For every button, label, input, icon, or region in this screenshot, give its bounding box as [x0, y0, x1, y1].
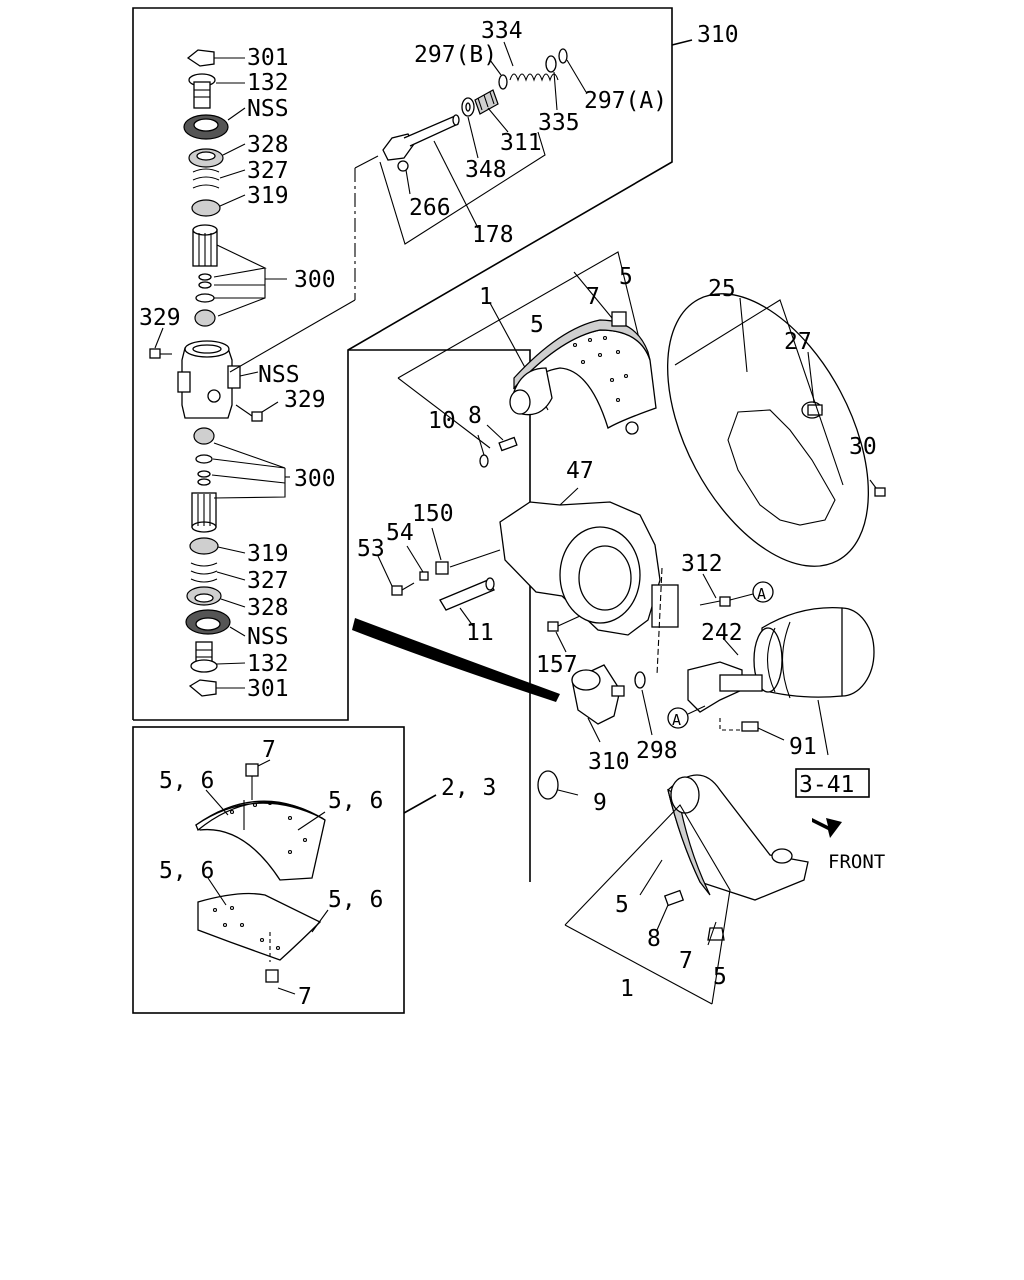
- diagram-frames: [132, 7, 693, 1014]
- adjuster-parts: [229, 41, 587, 373]
- callout-300: 300: [294, 267, 336, 293]
- callout-132: 132: [247, 651, 289, 677]
- callout-7: 7: [298, 984, 312, 1010]
- callout-a: A: [757, 585, 766, 603]
- callout-310: 310: [697, 22, 739, 48]
- callout-5-6: 5, 6: [159, 858, 214, 884]
- callout-30: 30: [849, 434, 877, 460]
- callout-7: 7: [679, 948, 693, 974]
- callout-labels: 301 132 NSS 328 327 319 300 329 NSS 329 …: [139, 18, 885, 1010]
- callout-300: 300: [294, 466, 336, 492]
- callout-311: 311: [500, 130, 542, 156]
- front-label: FRONT: [828, 851, 885, 873]
- callout-2-3: 2, 3: [441, 775, 496, 801]
- callout-7: 7: [586, 284, 600, 310]
- callout-1: 1: [479, 284, 493, 310]
- callout-47: 47: [566, 458, 594, 484]
- callout-91: 91: [789, 734, 817, 760]
- callout-329: 329: [284, 387, 326, 413]
- callout-328: 328: [247, 132, 289, 158]
- callout-298: 298: [636, 738, 678, 764]
- callout-25: 25: [708, 276, 736, 302]
- callout-9: 9: [593, 790, 607, 816]
- callout-8: 8: [468, 403, 482, 429]
- callout-10: 10: [428, 408, 456, 434]
- callout-329: 329: [139, 305, 181, 331]
- brake-carrier: [377, 487, 774, 653]
- brake-chamber: [656, 567, 875, 756]
- callout-a: A: [672, 711, 681, 729]
- callout-157: 157: [536, 652, 578, 678]
- wheel-cylinder: [352, 618, 653, 743]
- callout-312: 312: [681, 551, 723, 577]
- callout-319: 319: [247, 183, 289, 209]
- lining-box: [195, 759, 437, 995]
- callout-132: 132: [247, 70, 289, 96]
- callout-5: 5: [619, 264, 633, 290]
- callout-266: 266: [409, 195, 451, 221]
- callout-27: 27: [784, 329, 812, 355]
- callout-310: 310: [588, 749, 630, 775]
- upper-brake-shoe: [397, 251, 657, 468]
- callout-5: 5: [713, 964, 727, 990]
- callout-327: 327: [247, 568, 289, 594]
- callout-335: 335: [538, 110, 580, 136]
- callout-297b: 297(B): [414, 42, 497, 68]
- callout-5: 5: [615, 892, 629, 918]
- callout-5: 5: [530, 312, 544, 338]
- callout-334: 334: [481, 18, 523, 44]
- callout-53: 53: [357, 536, 385, 562]
- callout-301: 301: [247, 45, 289, 71]
- left-part-stack: [149, 49, 290, 697]
- callout-5-6: 5, 6: [328, 788, 383, 814]
- callout-3-41: 3-41: [799, 772, 854, 798]
- callout-319: 319: [247, 541, 289, 567]
- lower-brake-shoe: [537, 770, 842, 1005]
- callout-5-6: 5, 6: [159, 768, 214, 794]
- callout-8: 8: [647, 926, 661, 952]
- callout-1: 1: [620, 976, 634, 1002]
- callout-nss: NSS: [247, 96, 289, 122]
- callout-nss: NSS: [258, 362, 300, 388]
- callout-348: 348: [465, 157, 507, 183]
- reference-box: [795, 768, 870, 798]
- callout-297a: 297(A): [584, 88, 667, 114]
- callout-5-6: 5, 6: [328, 887, 383, 913]
- callout-11: 11: [466, 620, 494, 646]
- callout-150: 150: [412, 501, 454, 527]
- callout-328: 328: [247, 595, 289, 621]
- callout-301: 301: [247, 676, 289, 702]
- callout-7: 7: [262, 737, 276, 763]
- callout-178: 178: [472, 222, 514, 248]
- callout-54: 54: [386, 520, 414, 546]
- backing-plate: [667, 293, 886, 567]
- callout-nss: NSS: [247, 624, 289, 650]
- callout-327: 327: [247, 158, 289, 184]
- callout-242: 242: [701, 620, 743, 646]
